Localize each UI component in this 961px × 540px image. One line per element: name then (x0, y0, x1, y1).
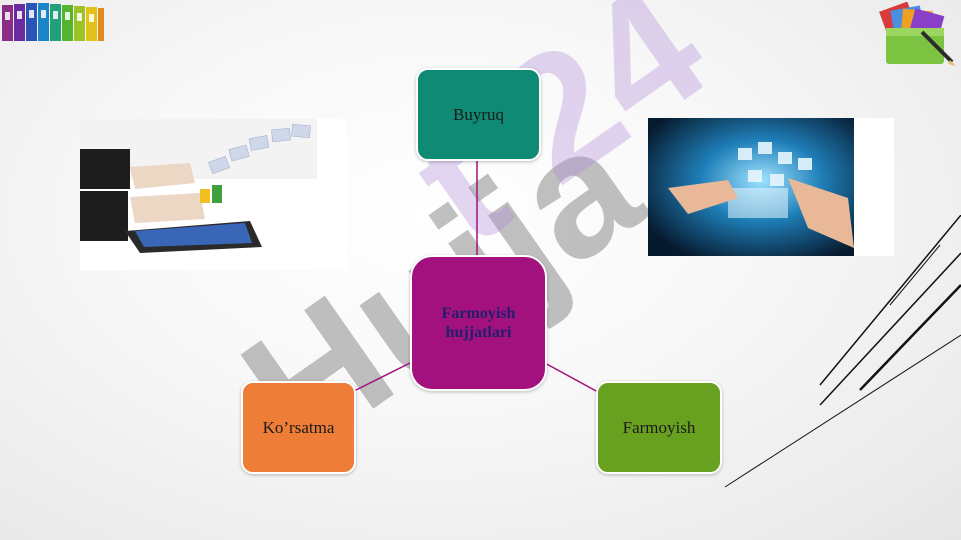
connector-right (542, 361, 599, 393)
node-buyruq-label: Buyruq (453, 104, 504, 124)
hands-typing-tablet-photo (80, 119, 347, 270)
node-buyruq: Buyruq (416, 68, 541, 161)
node-center-label: Farmoyish hujjatlari (441, 305, 516, 341)
node-farmoyish: Farmoyish (596, 381, 722, 474)
node-korsatma-label: Ko’rsatma (262, 417, 335, 437)
node-farmoyish-hujjatlari: Farmoyish hujjatlari (410, 255, 547, 391)
node-korsatma: Ko’rsatma (241, 381, 356, 474)
node-farmoyish-label: Farmoyish (622, 417, 696, 437)
folders-with-pen-icon (879, 2, 956, 66)
colored-binders-icon (2, 3, 104, 41)
touchscreen-documents-photo (648, 118, 894, 256)
connector-left (351, 361, 413, 393)
decorative-lines (724, 215, 961, 488)
